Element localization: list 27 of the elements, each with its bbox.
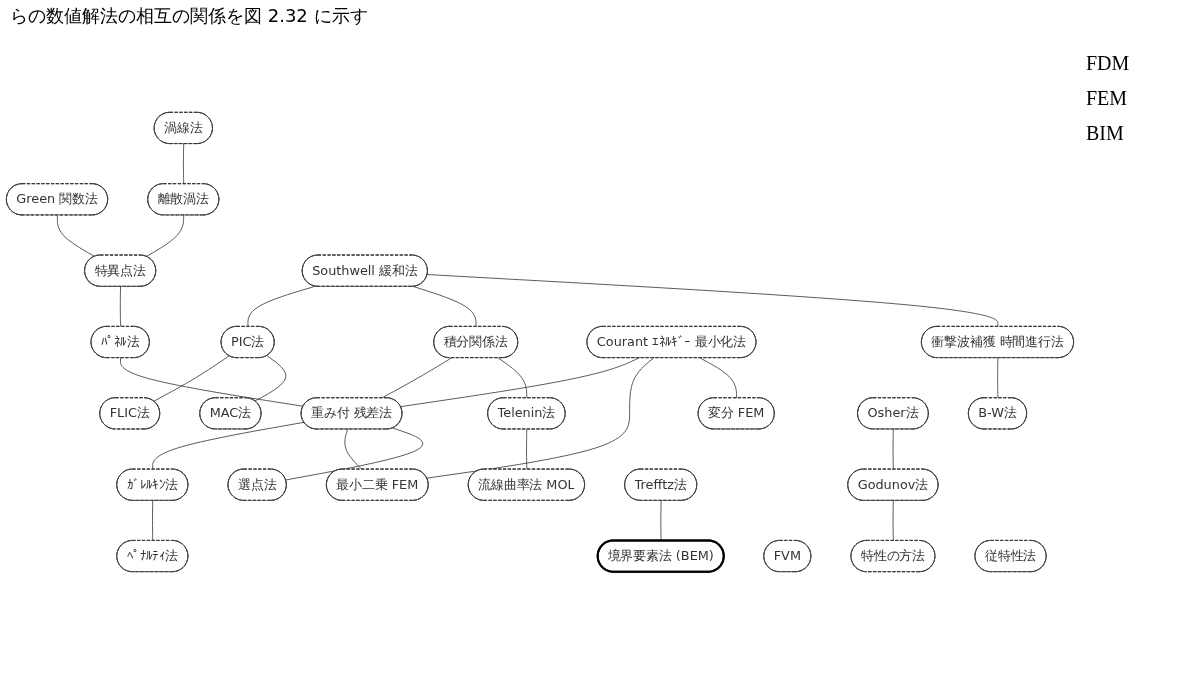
connector	[892, 429, 894, 470]
connector	[145, 214, 185, 257]
connector	[153, 355, 230, 402]
connector	[427, 274, 999, 328]
heading-text: らの数値解法の相互の関係を図 2.32 に示す	[10, 5, 368, 26]
branch-label: FDM	[1086, 52, 1130, 75]
connector	[120, 357, 304, 407]
connector	[119, 286, 121, 328]
branch-label: BIM	[1086, 122, 1125, 145]
connector	[247, 285, 316, 328]
connector	[526, 429, 528, 470]
connector	[56, 214, 96, 257]
connector	[183, 143, 185, 185]
branch-label: FEM	[1086, 87, 1129, 110]
connector	[426, 357, 654, 479]
connector	[699, 357, 737, 399]
connector	[344, 429, 363, 470]
connector	[400, 357, 640, 408]
connector	[497, 357, 528, 399]
connector	[660, 500, 662, 542]
connector	[254, 355, 287, 402]
connector	[892, 500, 894, 542]
connector	[152, 421, 305, 470]
connector	[997, 357, 999, 399]
connector	[285, 427, 424, 481]
connector	[413, 286, 477, 328]
connector	[152, 500, 154, 542]
